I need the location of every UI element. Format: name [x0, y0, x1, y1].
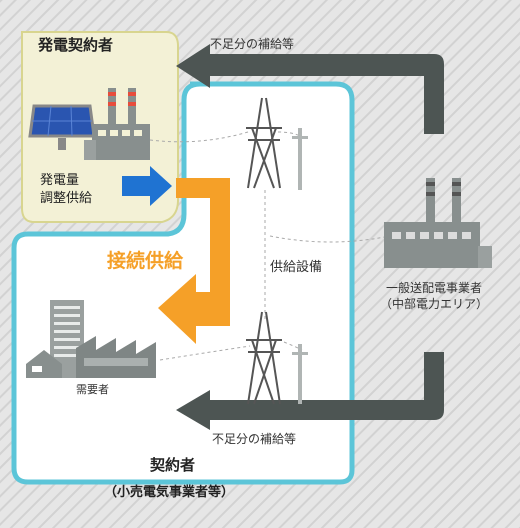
shortfall-label-bottom: 不足分の補給等 [212, 432, 297, 446]
adjustment-supply-label: 発電量 調整供給 [40, 173, 93, 206]
utility-pole-icon [292, 128, 308, 190]
power-plant-icon [84, 88, 150, 160]
factory-icon [384, 178, 492, 268]
contractor-title: 契約者 [150, 456, 196, 474]
connection-supply-arrow [158, 178, 230, 344]
contractor-subtitle: （小売電気事業者等） [104, 485, 235, 500]
shortfall-arrow-bottom [176, 352, 444, 430]
adjustment-supply-arrow [122, 166, 172, 206]
generation-contractor-title: 発電契約者 [38, 36, 114, 54]
transmission-tower-icon [246, 97, 282, 189]
factory-icon [26, 336, 156, 378]
shortfall-label-top: 不足分の補給等 [210, 37, 295, 51]
utility-pole-icon [292, 344, 308, 404]
supply-equipment-label: 供給設備 [270, 260, 323, 275]
shortfall-arrow-top [176, 44, 444, 134]
transmission-operator-label: 一般送配電事業者 （中部電力エリア） [380, 281, 489, 311]
connection-supply-label: 接続供給 [107, 250, 184, 272]
consumer-label: 需要者 [76, 383, 109, 396]
transmission-tower-icon [246, 311, 282, 405]
solar-panel-icon [28, 104, 96, 150]
